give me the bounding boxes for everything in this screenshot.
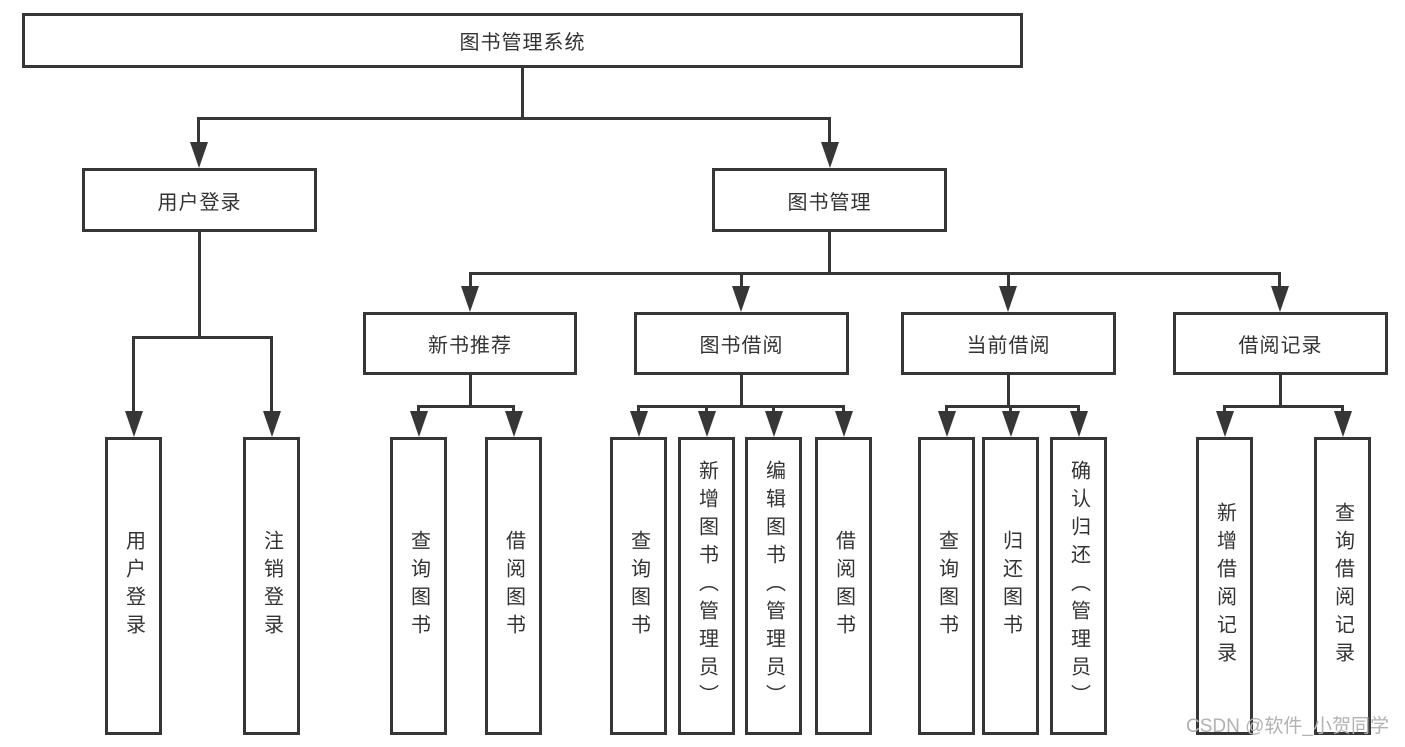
edge-current-borrow-down	[1007, 375, 1010, 407]
edge-stem-borrow-records	[1278, 272, 1281, 288]
edge-stem-current-borrow	[1007, 272, 1010, 288]
arrow-book-mgmt	[821, 142, 839, 168]
edge-user-login-bus	[132, 336, 273, 339]
leaf-cb-confirm-return: 确认归还（管理员）	[1050, 437, 1107, 735]
leaf-bb-edit-book: 编辑图书（管理员）	[745, 437, 802, 735]
edge-borrow-records-down	[1279, 375, 1282, 407]
arrow-nb-query	[410, 411, 428, 437]
edge-stem-leaf-user-login	[132, 336, 135, 414]
edge-book-mgmt-down	[828, 232, 831, 274]
arrow-new-book-rec	[461, 286, 479, 312]
arrow-cb-query	[938, 411, 956, 437]
arrow-bb-borrow	[835, 411, 853, 437]
edge-stem-new-book-rec	[469, 272, 472, 288]
node-user-login: 用户登录	[82, 168, 317, 232]
node-new-book-rec: 新书推荐	[363, 312, 577, 375]
edge-stem-nb-query	[417, 405, 420, 415]
arrow-nb-borrow	[505, 411, 523, 437]
node-root-library-system: 图书管理系统	[22, 13, 1023, 68]
arrow-bb-edit	[765, 411, 783, 437]
arrow-book-borrow	[732, 286, 750, 312]
edge-level3-bus	[469, 272, 1281, 275]
edge-stem-bb-edit	[772, 405, 775, 415]
node-book-mgmt: 图书管理	[712, 168, 947, 232]
edge-root-stem	[521, 68, 524, 118]
edge-stem-book-borrow	[740, 272, 743, 288]
edge-stem-leaf-logout	[270, 336, 273, 414]
node-borrow-records: 借阅记录	[1173, 312, 1388, 375]
edge-stem-nb-borrow	[512, 405, 515, 415]
arrow-cb-return	[1002, 411, 1020, 437]
arrow-leaf-logout	[263, 411, 281, 437]
edge-current-borrow-bus	[945, 405, 1080, 408]
edge-book-borrow-down	[740, 375, 743, 407]
edge-book-borrow-bus	[637, 405, 845, 408]
arrow-borrow-records	[1271, 286, 1289, 312]
leaf-cb-query-book: 查询图书	[918, 437, 975, 735]
edge-user-login-down	[198, 232, 201, 338]
edge-stem-cb-query	[945, 405, 948, 415]
arrow-cb-confirm	[1070, 411, 1088, 437]
node-book-borrow: 图书借阅	[634, 312, 849, 375]
leaf-user-login: 用户登录	[105, 437, 162, 735]
leaf-br-add-record: 新增借阅记录	[1196, 437, 1253, 735]
edge-stem-cb-confirm	[1077, 405, 1080, 415]
leaf-bb-borrow-book: 借阅图书	[815, 437, 872, 735]
edge-level2-bus	[197, 117, 831, 120]
edge-stem-cb-return	[1009, 405, 1012, 415]
leaf-bb-query-book: 查询图书	[610, 437, 667, 735]
edge-borrow-records-bus	[1223, 405, 1344, 408]
leaf-nb-query-book: 查询图书	[390, 437, 447, 735]
edge-stem-bb-borrow	[842, 405, 845, 415]
edge-stem-bb-add	[705, 405, 708, 415]
node-current-borrow: 当前借阅	[901, 312, 1116, 375]
arrow-bb-add	[698, 411, 716, 437]
arrow-bb-query	[630, 411, 648, 437]
leaf-bb-add-book: 新增图书（管理员）	[678, 437, 735, 735]
edge-stem-user-login	[197, 117, 200, 144]
csdn-watermark: CSDN @软件_小贺同学	[1186, 716, 1389, 737]
edge-new-book-rec-bus	[417, 405, 515, 408]
edge-stem-br-query	[1341, 405, 1344, 415]
leaf-nb-borrow-book: 借阅图书	[485, 437, 542, 735]
edge-stem-br-add	[1223, 405, 1226, 415]
arrow-br-query	[1334, 411, 1352, 437]
leaf-br-query-record: 查询借阅记录	[1314, 437, 1371, 735]
arrow-leaf-user-login	[125, 411, 143, 437]
arrow-user-login	[190, 142, 208, 168]
edge-stem-book-mgmt	[828, 117, 831, 144]
arrow-current-borrow	[999, 286, 1017, 312]
leaf-logout: 注销登录	[243, 437, 300, 735]
edge-stem-bb-query	[637, 405, 640, 415]
edge-new-book-rec-down	[469, 375, 472, 407]
arrow-br-add	[1216, 411, 1234, 437]
leaf-cb-return-book: 归还图书	[982, 437, 1039, 735]
